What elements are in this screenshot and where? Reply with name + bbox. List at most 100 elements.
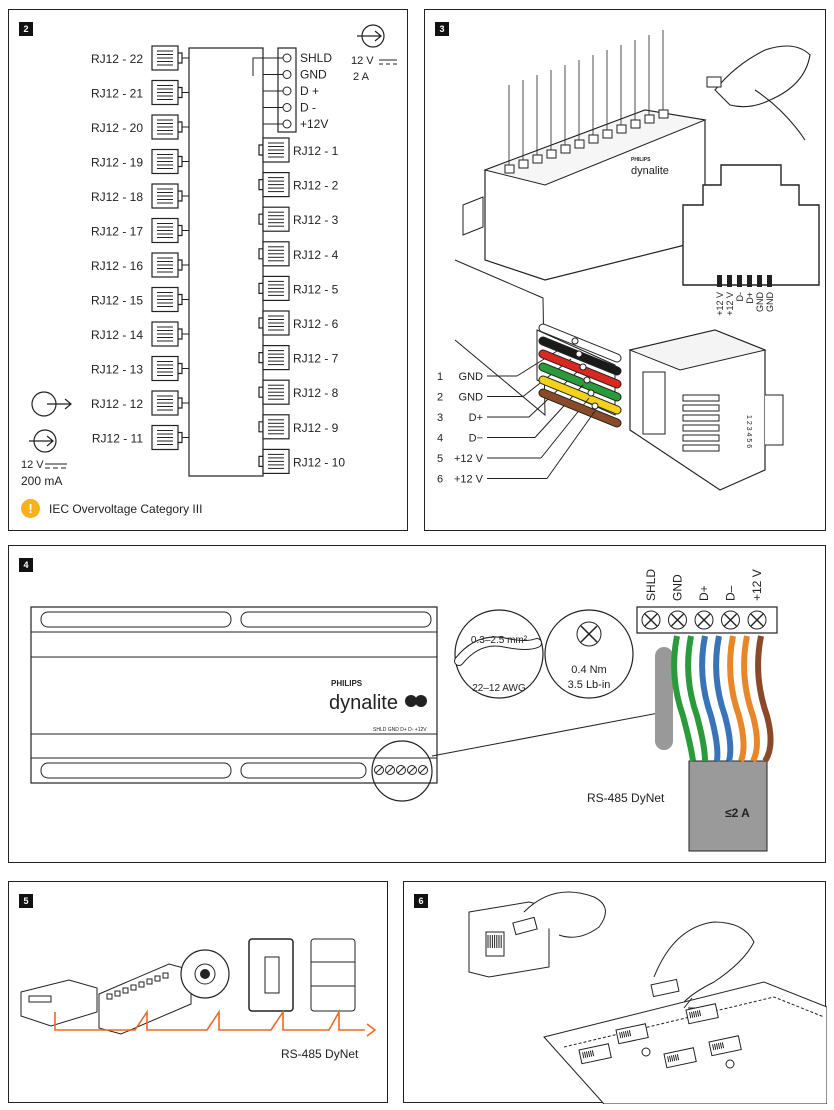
bus-label: RS-485 DyNet [281,1047,359,1061]
port-label: RJ12 - 12 [91,397,143,411]
port-tab [258,352,263,364]
brand-logo: dynalite [329,692,398,714]
port-slot [122,987,129,994]
wire-1 [539,324,621,362]
wire-strands [455,637,541,665]
wire-number: 6 [437,474,443,486]
vent-slot [40,611,232,628]
cable-rating: ≤2 A [725,806,750,820]
pin-label: GND [765,292,775,313]
hand-icon [714,45,811,108]
screw-cross [644,613,658,627]
floor-label-sticker [578,1043,612,1065]
wire-label: GND [459,371,484,383]
wire-strand [741,635,760,763]
rj12-window [642,371,666,435]
port-slot [588,134,599,144]
hand-icon [523,891,606,938]
socket-pin [717,275,722,287]
pin-label: +12 V [715,292,725,316]
port-label: RJ12 - 16 [91,259,143,273]
barcode-bar [676,1054,680,1061]
connector-pins: 1 2 3 4 5 6 [745,415,752,448]
supply-voltage: 12 V [351,55,374,67]
panel-6-label-placement: 6 [403,881,827,1104]
controller-top [483,109,707,186]
port-slot [154,975,161,982]
port-label: RJ12 - 11 [92,432,143,446]
wire-contact-dot [579,363,587,371]
terminal-screw-icon [282,53,292,63]
port-voltage: 12 V [21,459,44,471]
wire-strand [755,635,774,763]
wire-gauge: 0.3–2.5 mm² [471,635,528,646]
wire-6 [539,389,621,427]
barcode-bar [714,1043,717,1050]
screw-cross [697,613,711,627]
awg-rating: 22–12 AWG [472,683,526,694]
port-tab [178,362,183,375]
wire-label: D− [469,433,483,445]
wire-number: 2 [437,392,443,404]
terminal-label: +12 V [750,569,764,601]
terminal-screw-icon [282,86,292,96]
floor-label-sticker [663,1047,697,1069]
wire-contact-dot [587,389,595,397]
brand-mark-icon [405,695,417,707]
port-label: RJ12 - 18 [91,190,143,204]
barcode-bar [669,1055,672,1062]
barcode-bar [587,1050,591,1058]
barcode-bar [715,1043,719,1050]
peel-label [512,916,538,936]
wire-number: 5 [437,453,443,465]
bus-label: RS-485 DyNet [587,791,665,805]
rj12-port-icon [151,286,179,313]
port-tab [178,397,183,409]
panel-5-network-topology: 5 RS-485 DyNet [8,881,388,1103]
port-slot [616,124,627,134]
wire-number: 1 [437,371,443,383]
wire-4 [539,363,621,401]
port-slot [146,978,153,985]
port-tab [258,248,263,260]
port-slot [130,984,137,991]
floor-label-sticker [708,1035,742,1057]
vent-slot [240,762,367,779]
barcode-bar [698,1010,702,1017]
wire-label: +12 V [454,474,484,486]
terminal-label: D– [724,585,738,601]
port-tab [258,213,263,225]
brand-logo: dynalite [631,165,669,177]
port-tab [178,121,183,133]
floor-symbol [641,1047,651,1057]
wire-contact-dot [583,376,591,384]
leader-line [546,410,596,479]
port-slot [138,981,145,988]
wire-strand [713,635,734,762]
rj12-port-icon [151,390,179,416]
barcode-bar [626,1030,630,1037]
port-slot [518,159,529,169]
rj12-contact [682,414,720,422]
port-tab [258,421,263,433]
port-tab [178,328,183,340]
port-label: RJ12 - 20 [91,121,143,135]
brand-small: PHILIPS [331,679,363,688]
barcode-bar [717,1042,721,1050]
screw-cross [671,613,684,627]
terminal-label: D + [300,84,319,98]
wire-strand [727,635,747,763]
port-slot [630,119,641,129]
rj12-contact [682,434,720,442]
barcode-bar [719,1042,723,1049]
terminal-label: SHLD [644,569,658,601]
port-label: RJ12 - 17 [91,225,143,239]
port-label: RJ12 - 21 [91,87,143,101]
panel-number: 3 [435,22,449,36]
terminal-screw-icon [282,103,292,112]
panel-number: 4 [19,558,33,572]
